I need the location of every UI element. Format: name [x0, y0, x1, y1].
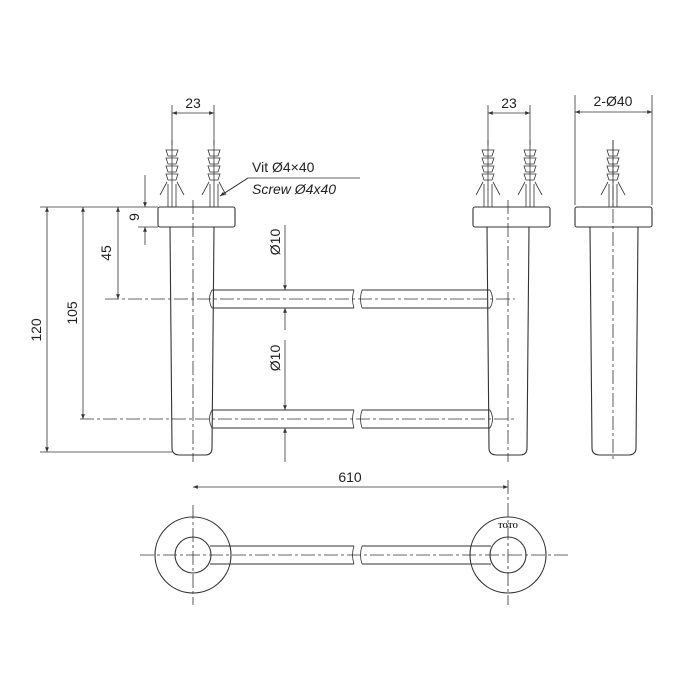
dim-length: 610	[338, 469, 362, 485]
dim-bar-height-top: 45	[98, 245, 114, 261]
dim-bar-diameter-bottom: Ø10	[267, 345, 283, 372]
dim-screw-spacing-left: 23	[185, 95, 201, 111]
front-view	[80, 139, 551, 462]
screws	[159, 139, 543, 208]
side-view	[574, 139, 653, 462]
lower-bar	[80, 409, 515, 429]
dim-flange-diameter: 2-Ø40	[594, 93, 633, 109]
screw-label-en: Screw Ø4x40	[252, 181, 336, 197]
screw-anchor-icon	[159, 140, 185, 207]
top-view: TOTO	[140, 480, 570, 605]
screw-label-vi: Vit Ø4×40	[252, 159, 315, 175]
dim-total-height: 120	[28, 318, 44, 342]
dim-bar-height-bottom: 105	[64, 301, 80, 325]
right-bracket	[472, 200, 551, 462]
dim-flange-thickness: 9	[126, 213, 142, 221]
toto-logo: TOTO	[498, 522, 519, 530]
upper-bar	[105, 289, 515, 309]
dim-screw-spacing-right: 23	[501, 95, 517, 111]
left-bracket	[157, 200, 236, 462]
dim-bar-diameter-top: Ø10	[267, 229, 283, 256]
dimensions: 23 23 2-Ø40 Vit Ø4×40 Screw Ø4x40 9 45 1…	[28, 93, 653, 489]
